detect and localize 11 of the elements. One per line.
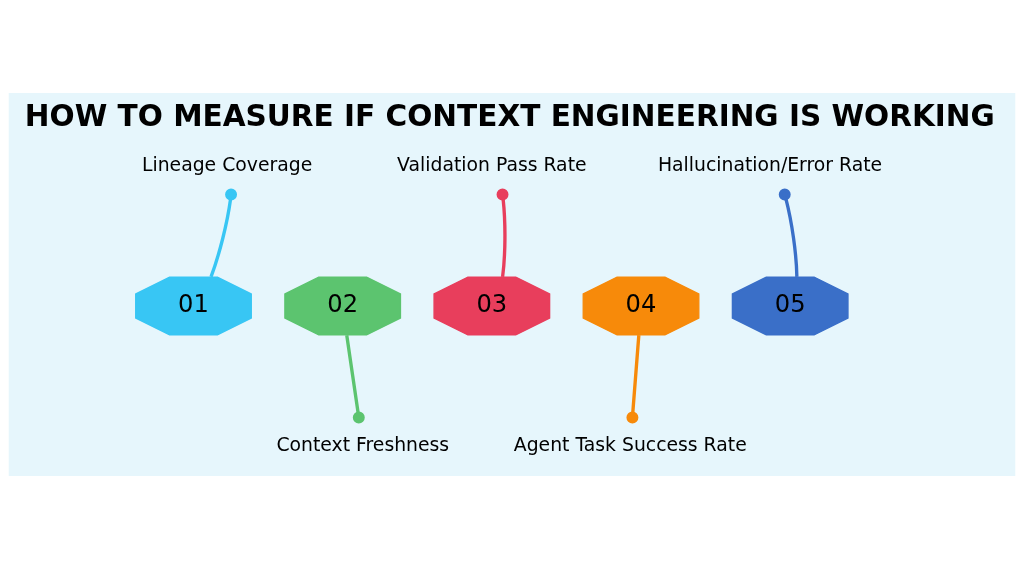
node-text: Context Freshness [276,434,450,456]
node-text: Agent Task Success Rate [513,434,747,456]
connector [345,334,365,424]
node-text: Validation Pass Rate [397,153,587,175]
node-text: Lineage Coverage [141,153,313,175]
connector [496,188,509,278]
connector [209,188,238,278]
diagram-title: HOW TO MEASURE IF CONTEXT ENGINEERING IS WORKING [24,99,995,134]
node-text: Hallucination/Error Rate [657,153,883,175]
connector [778,188,799,277]
connector [626,335,641,424]
